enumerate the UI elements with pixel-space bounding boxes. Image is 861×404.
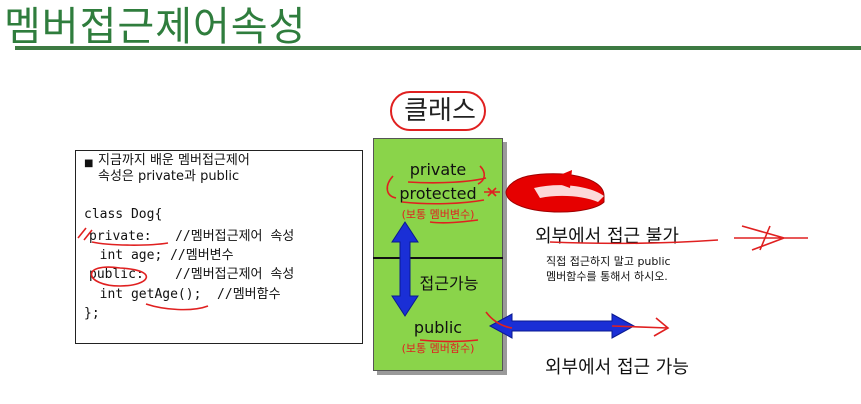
title-rule xyxy=(15,46,861,50)
public-label: public xyxy=(413,318,463,337)
private-label: private xyxy=(409,160,467,179)
code-line: int getAge(); //멤버함수 xyxy=(84,287,281,302)
code-line: public: //멤버접근제어 속성 xyxy=(89,267,295,282)
member-variable-note: (보통 멤버변수) xyxy=(401,208,475,221)
hint-line-1: 직접 접근하지 말고 public xyxy=(546,255,671,268)
code-intro-2: 속성은 private과 public xyxy=(98,169,240,184)
page-title: 멤버접근제어속성 xyxy=(4,4,307,50)
code-line: private: //멤버접근제어 속성 xyxy=(89,229,295,244)
red-curved-arrow-icon xyxy=(505,170,605,213)
code-line: int age; //멤버변수 xyxy=(84,248,234,263)
class-box-divider xyxy=(373,257,503,259)
class-box xyxy=(373,138,503,371)
handwritten-annotations xyxy=(77,165,808,343)
code-line: }; xyxy=(84,306,100,321)
code-box xyxy=(75,150,363,344)
code-intro-1: 지금까지 배운 멤버접근제어 xyxy=(98,153,250,168)
access-ok-label: 접근가능 xyxy=(419,274,479,293)
access-label: 외부에서 접근 가능 xyxy=(545,357,689,378)
no-access-label: 외부에서 접근 불가 xyxy=(535,226,679,247)
hint-line-2: 멤버함수를 통해서 하시오. xyxy=(546,270,668,283)
member-function-note: (보통 멤버함수) xyxy=(401,342,475,355)
class-label-circle xyxy=(390,91,486,131)
class-label: 클래스 xyxy=(404,96,476,126)
blue-vertical-arrow-icon xyxy=(391,221,419,317)
protected-label: protected xyxy=(399,184,477,203)
bullet-icon: ■ xyxy=(84,158,94,169)
code-line: class Dog{ xyxy=(84,207,163,222)
